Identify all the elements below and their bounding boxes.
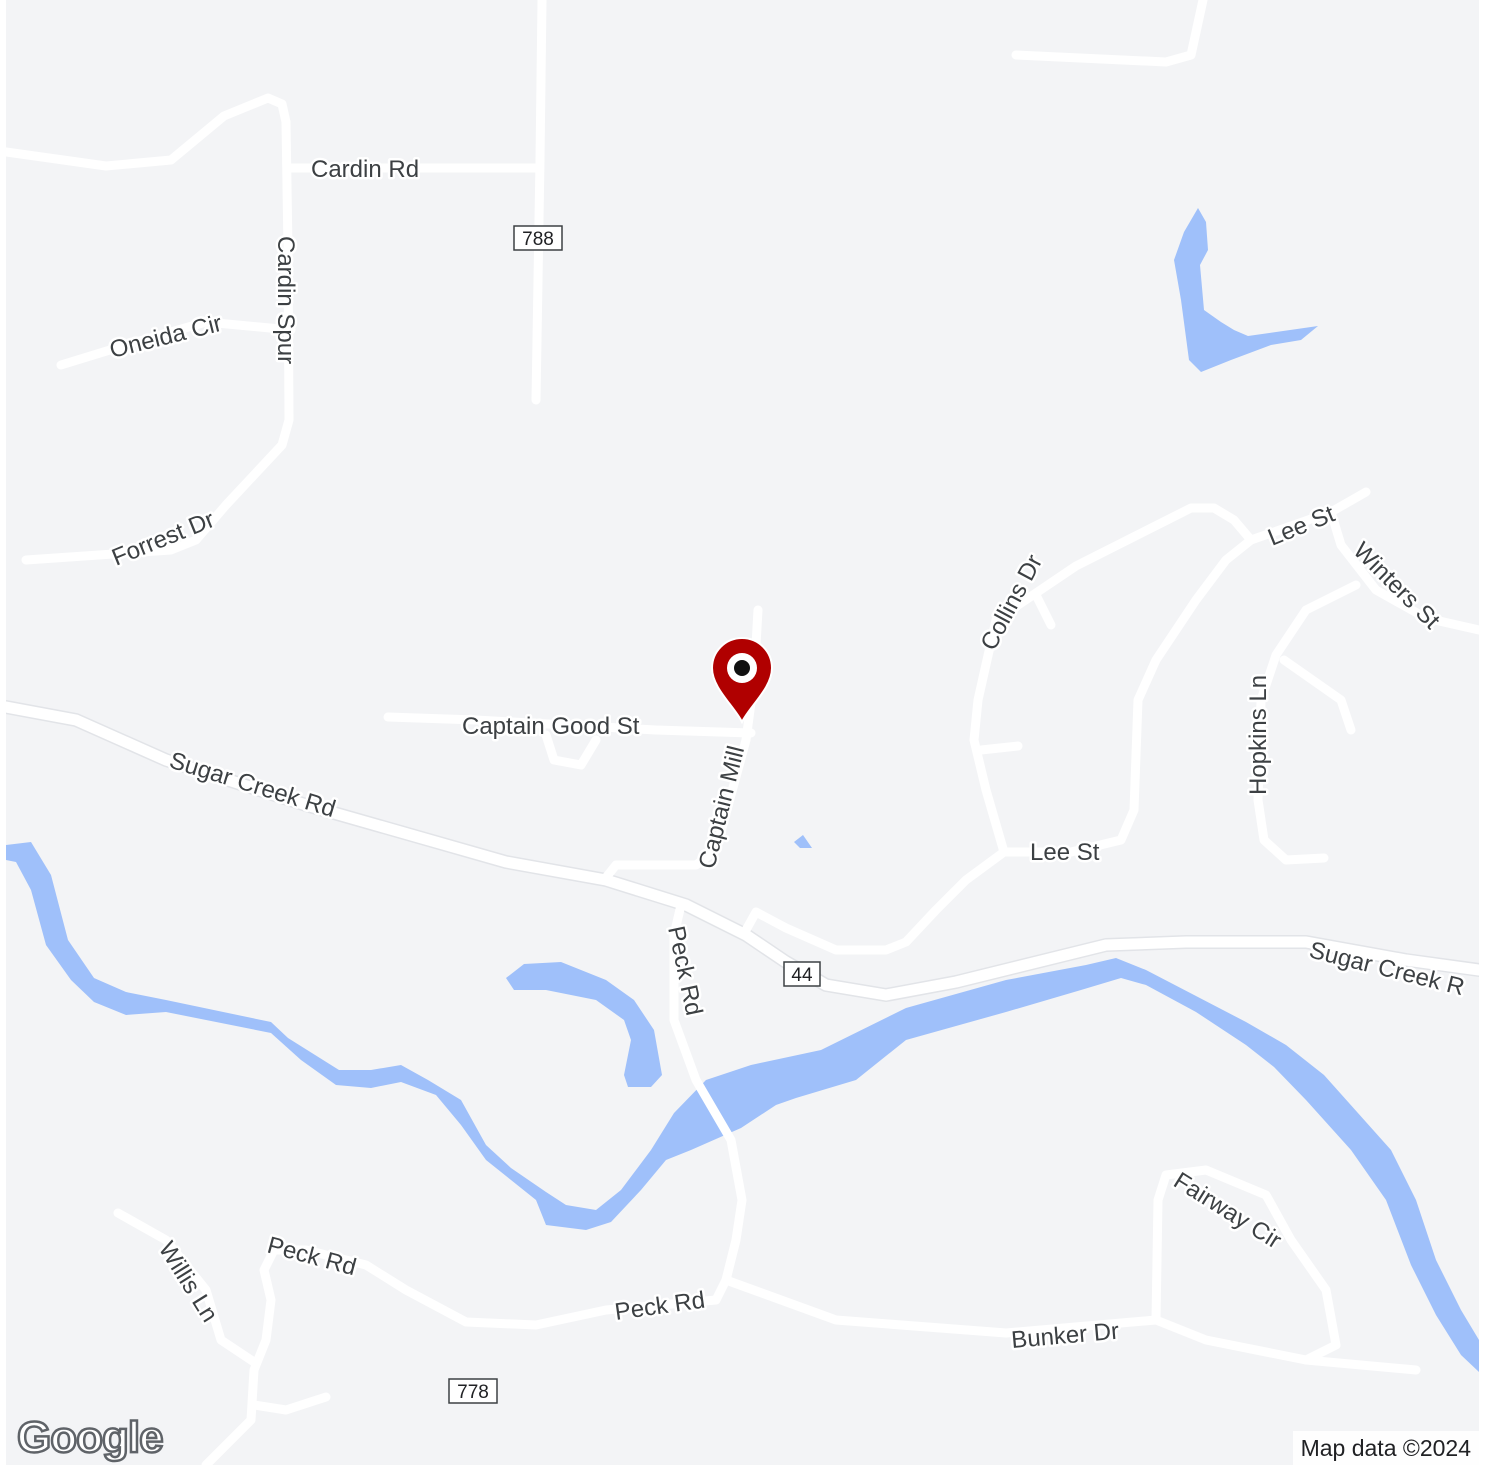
google-logo: Google bbox=[16, 1412, 165, 1464]
captain-good-loop bbox=[541, 730, 601, 770]
shield-44: 44 bbox=[783, 961, 821, 987]
hopkins-ln-road bbox=[1253, 580, 1361, 865]
winters-st-road bbox=[1326, 507, 1479, 635]
cardin-spur-road bbox=[21, 117, 294, 565]
map-svg: Cardin Rd Cardin Spur Oneida Cir Forrest… bbox=[6, 0, 1479, 1465]
label-cardin-spur: Cardin Spur bbox=[272, 236, 299, 364]
label-hopkins-ln: Hopkins Ln bbox=[1245, 675, 1272, 795]
shield-778-text: 778 bbox=[457, 1382, 489, 1403]
map-attribution[interactable]: Map data ©2024 bbox=[1292, 1431, 1479, 1465]
label-lee-st-south: Lee St bbox=[1030, 839, 1100, 866]
peck-rd-road bbox=[201, 900, 747, 1465]
hopkins-stub bbox=[1279, 655, 1356, 735]
collins-stub2 bbox=[976, 741, 1023, 755]
shield-44-text: 44 bbox=[791, 965, 813, 986]
collins-dr-road bbox=[969, 487, 1371, 857]
oneida-cir-road bbox=[56, 317, 296, 370]
label-cardin-rd: Cardin Rd bbox=[311, 156, 419, 183]
water-layer bbox=[6, 208, 1479, 1372]
road-sw-stub bbox=[249, 1392, 331, 1415]
shield-778: 778 bbox=[448, 1378, 498, 1404]
label-captain-good-st: Captain Good St bbox=[462, 713, 640, 740]
map-canvas[interactable]: Cardin Rd Cardin Spur Oneida Cir Forrest… bbox=[6, 0, 1479, 1465]
sugar-creek-water bbox=[6, 842, 1479, 1372]
pond-northeast bbox=[1174, 208, 1318, 372]
map-pin-icon[interactable] bbox=[710, 637, 774, 725]
pond-west bbox=[506, 962, 662, 1087]
pond-small bbox=[794, 835, 812, 848]
willis-ln-road bbox=[113, 1208, 259, 1367]
fairway-cir-road bbox=[1151, 1165, 1341, 1365]
road-layer bbox=[6, 0, 1479, 1465]
captain-good-st-road bbox=[383, 712, 756, 738]
road-ne-top bbox=[1011, 0, 1208, 67]
route-788-road bbox=[531, 0, 547, 405]
shield-788: 788 bbox=[513, 225, 563, 251]
shield-788-text: 788 bbox=[522, 229, 554, 250]
road-nw-top bbox=[6, 93, 291, 171]
lee-st-road bbox=[741, 535, 1256, 955]
collins-stub bbox=[1031, 590, 1056, 630]
